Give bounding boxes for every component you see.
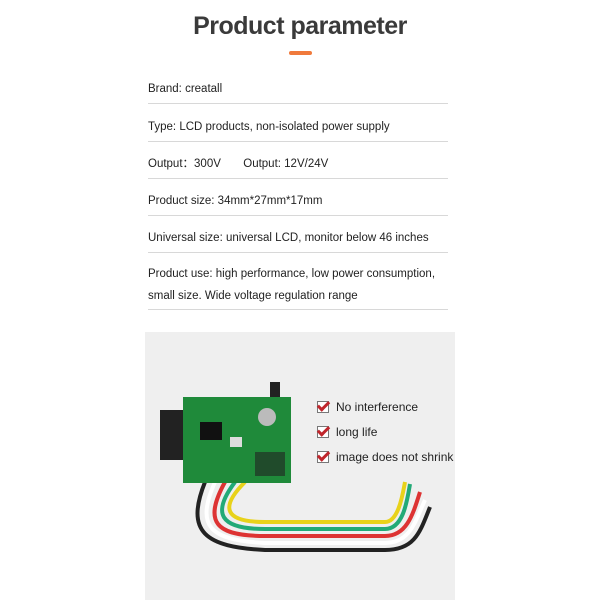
check-icon [317,426,329,438]
param-output: Output：300V Output: 12V/24V [148,153,448,179]
param-type: Type: LCD products, non-isolated power s… [148,116,448,142]
param-brand: Brand: creatall [148,78,448,104]
feature-item: image does not shrink [317,450,453,464]
product-photo: No interference long life image does not… [145,332,455,600]
feature-item: long life [317,425,377,439]
feature-item: No interference [317,400,418,414]
feature-label: long life [336,425,378,439]
feature-label: No interference [336,400,419,414]
pcb-illustration [160,382,432,552]
param-use: Product use: high performance, low power… [148,263,448,310]
check-icon [317,401,329,413]
feature-label: image does not shrink [336,450,454,464]
param-universal-size: Universal size: universal LCD, monitor b… [148,227,448,253]
param-size: Product size: 34mm*27mm*17mm [148,190,448,216]
title-underline [289,51,312,55]
check-icon [317,451,329,463]
page-title: Product parameter [193,12,407,40]
